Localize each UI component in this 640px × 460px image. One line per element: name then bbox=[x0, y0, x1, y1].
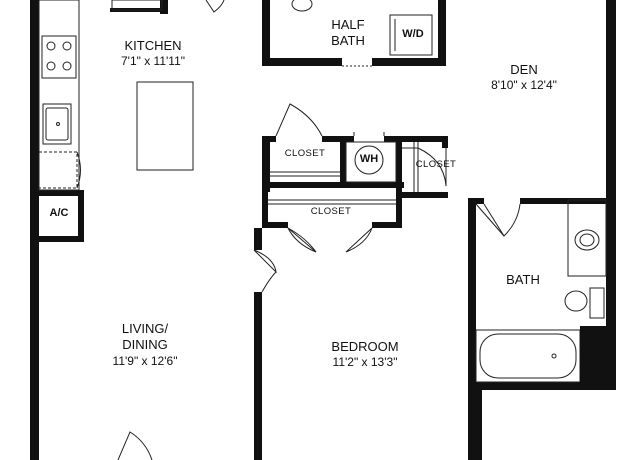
dishwasher-icon bbox=[38, 151, 78, 189]
shower-wall-block bbox=[580, 326, 612, 390]
kitchen-sink-icon bbox=[42, 103, 72, 145]
half-bath-line1: HALF bbox=[331, 17, 365, 32]
door-swings bbox=[117, 0, 521, 460]
exterior-walls bbox=[30, 0, 616, 460]
bathtub-icon bbox=[475, 329, 581, 383]
room-label-half-bath: HALF BATH bbox=[318, 17, 378, 50]
room-label-kitchen: KITCHEN 7'1" x 11'11" bbox=[96, 38, 210, 69]
toilet-icon bbox=[291, 0, 313, 12]
den-dims: 8'10" x 12'4" bbox=[491, 78, 557, 93]
water-heater-closet bbox=[345, 141, 397, 183]
kitchen-name: KITCHEN bbox=[124, 38, 182, 53]
room-label-living-dining: LIVING/ DINING 11'9" x 12'6" bbox=[90, 321, 200, 369]
dishwasher-door-swing bbox=[76, 151, 81, 189]
water-heater-label: WH bbox=[359, 153, 379, 165]
living-dims: 11'9" x 12'6" bbox=[112, 353, 178, 368]
room-label-den: DEN 8'10" x 12'4" bbox=[474, 62, 574, 93]
half-bath-line2: BATH bbox=[331, 33, 365, 49]
closet-bedroom-label: CLOSET bbox=[310, 206, 352, 217]
bath-sink-icon bbox=[574, 229, 600, 251]
closet-right-label: CLOSET bbox=[415, 159, 457, 170]
stove-icon bbox=[41, 35, 77, 79]
kitchen-island bbox=[136, 81, 194, 171]
kitchen-dims: 7'1" x 11'11" bbox=[120, 54, 186, 69]
living-line1: LIVING/ bbox=[121, 321, 169, 336]
den-name: DEN bbox=[510, 62, 538, 77]
living-line2: DINING bbox=[122, 337, 168, 353]
washer-dryer-box bbox=[389, 14, 433, 56]
bath-toilet-icon bbox=[564, 290, 588, 312]
bedroom-name: BEDROOM bbox=[331, 339, 399, 354]
water-heater-icon bbox=[354, 145, 384, 175]
room-label-bedroom: BEDROOM 11'2" x 13'3" bbox=[310, 339, 420, 370]
room-label-bath: BATH bbox=[506, 272, 540, 287]
refrigerator-icon bbox=[111, 0, 163, 11]
closet-left-label: CLOSET bbox=[284, 148, 326, 159]
fixtures bbox=[38, 0, 607, 383]
bedroom-dims: 11'2" x 13'3" bbox=[332, 355, 398, 370]
washer-dryer-label: W/D bbox=[402, 28, 424, 40]
vanity-counter bbox=[567, 199, 607, 277]
ac-label: A/C bbox=[49, 207, 69, 219]
